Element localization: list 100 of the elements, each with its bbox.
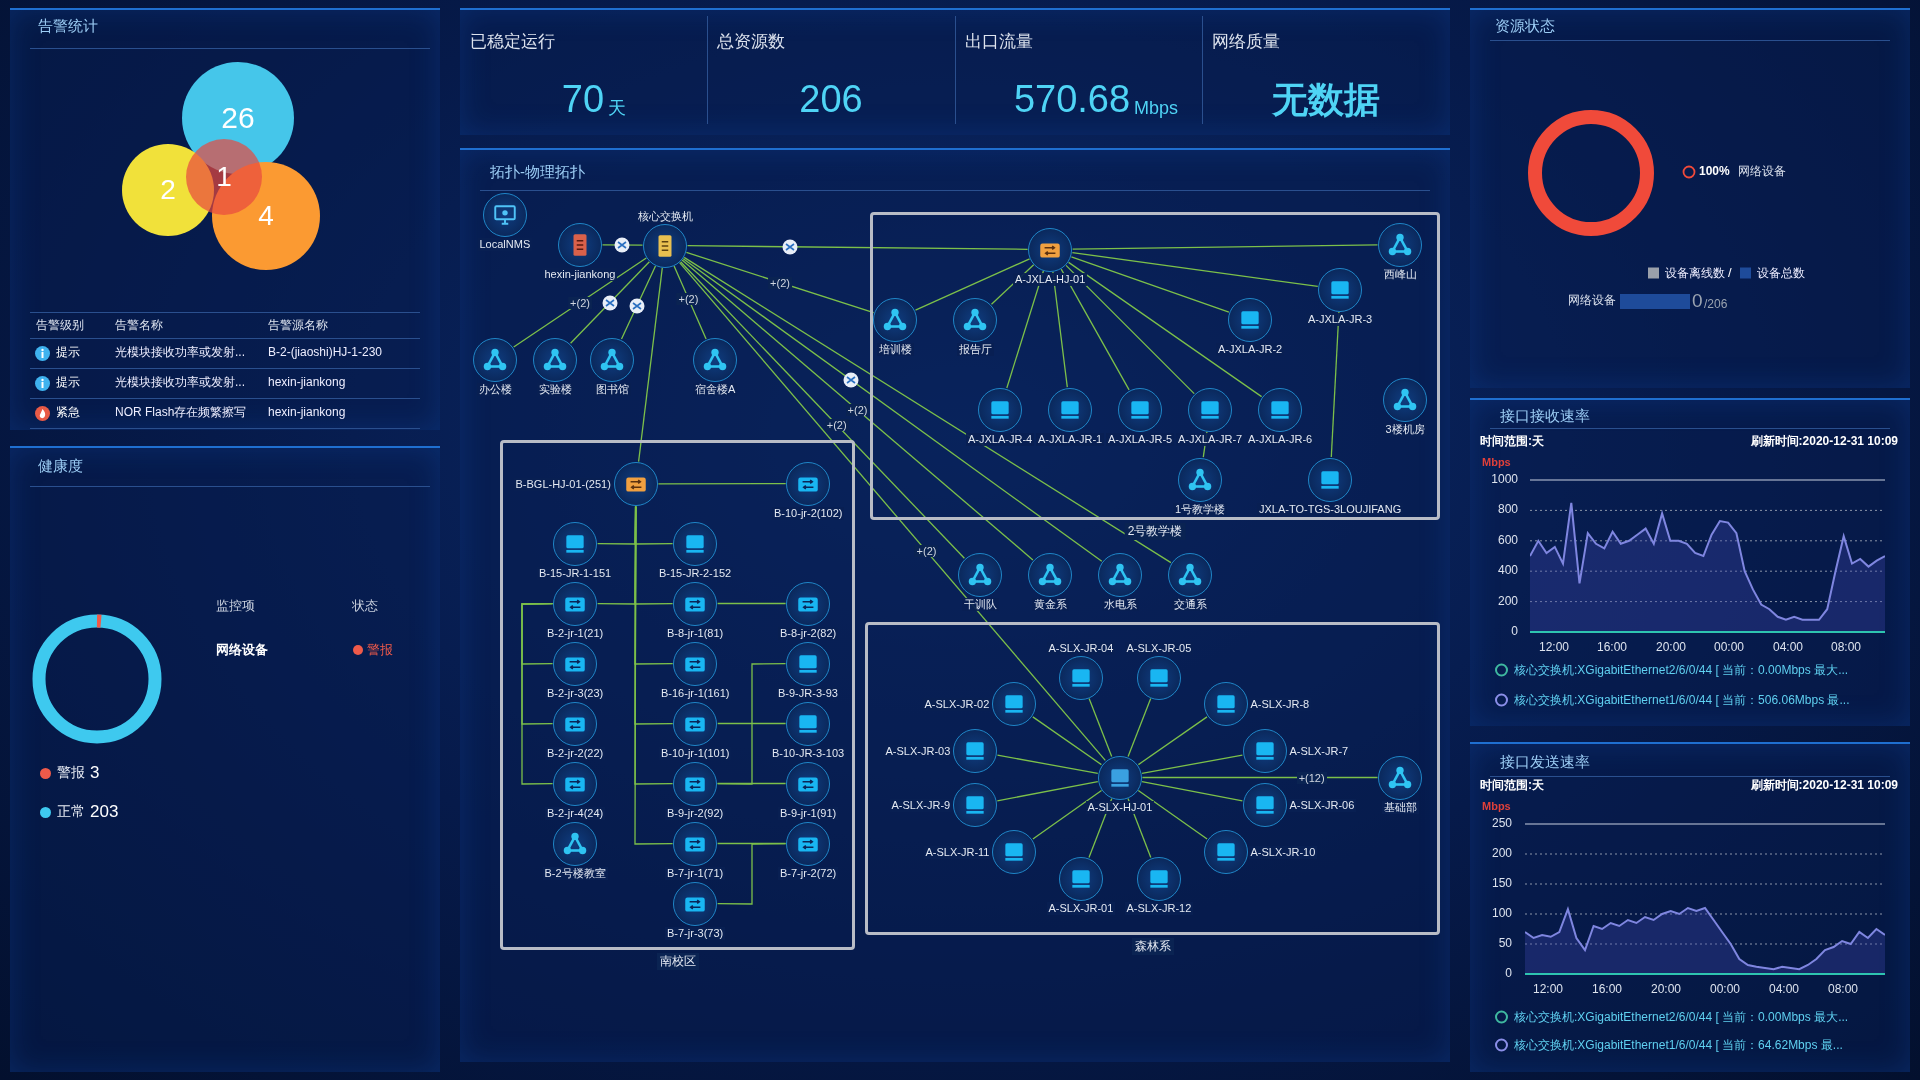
- panel-title: 资源状态: [1495, 17, 1555, 35]
- alarm-level: 紧急: [56, 406, 80, 420]
- node-label: 西峰山: [1381, 267, 1419, 281]
- link-line: [679, 261, 966, 559]
- node-label: A-JXLA-JR-2: [1216, 342, 1285, 356]
- node-label: A-SLX-JR-10: [1248, 845, 1318, 859]
- node-label: B-10-JR-3-103: [770, 746, 847, 760]
- group-caption: 2号教学楼: [1124, 523, 1186, 540]
- device-type-label: 网络设备: [1738, 165, 1786, 179]
- legend-text: 设备总数: [1757, 264, 1805, 282]
- edge-label: +(2): [568, 296, 592, 309]
- column-header: 监控项: [216, 598, 255, 614]
- topology-node: [958, 552, 1002, 612]
- venn-count: 26: [221, 100, 255, 136]
- link-line: [1071, 251, 1319, 288]
- panel-title: 接口接收速率: [1500, 407, 1590, 425]
- legend-text: 设备离线数: [1665, 264, 1725, 282]
- legend-text: 核心交换机:XGigabitEthernet1/6/0/44 [ 当前：506.06Mbps 最...: [1514, 691, 1850, 709]
- node-label: A-SLX-HJ-01: [1085, 800, 1155, 814]
- alarm-level: 提示: [56, 376, 80, 390]
- column-header: 状态: [352, 598, 378, 614]
- time-range-text: 时间范围:天: [1480, 435, 1544, 449]
- link-line: [685, 251, 875, 314]
- link-line: [996, 781, 1099, 802]
- axis-tick-label: 600: [1497, 534, 1518, 548]
- link-line: [678, 261, 1106, 762]
- node-label: 图书馆: [593, 382, 631, 396]
- node-label: 报告厅: [956, 342, 994, 356]
- topology-node: [664, 881, 727, 941]
- node-label: A-SLX-JR-04: [1046, 641, 1116, 655]
- alarm-source: hexin-jiankong: [268, 376, 346, 390]
- table-header: 告警源名称: [268, 319, 328, 333]
- node-label: A-SLX-JR-03: [883, 744, 953, 758]
- count-value: 203: [90, 802, 119, 822]
- kpi-label: 出口流量: [965, 32, 1033, 52]
- topology-node: [965, 387, 1036, 447]
- kpi-value: 570.68: [1013, 78, 1131, 122]
- link-line: [1065, 264, 1195, 395]
- node-label: A-JXLA-JR-7: [1176, 432, 1245, 446]
- panel-title: 拓扑-物理拓扑: [490, 163, 585, 181]
- time-range-text: 时间范围:天: [1480, 779, 1544, 793]
- kpi-unit: 天: [608, 97, 626, 119]
- table-header: 告警名称: [115, 319, 163, 333]
- topology-node: [1242, 783, 1358, 827]
- edge-label: +(2): [768, 276, 792, 289]
- link-line: [681, 259, 1034, 561]
- node-label: A-SLX-JR-9: [889, 798, 953, 812]
- link-line: [513, 257, 647, 348]
- node-label: 基础部: [1381, 800, 1419, 814]
- node-label: A-JXLA-JR-5: [1106, 432, 1175, 446]
- link-line: [1032, 716, 1103, 766]
- topology-node: [921, 682, 1037, 726]
- node-label: B-9-jr-2(92): [665, 806, 726, 820]
- node-label: B-2-jr-4(24): [545, 806, 606, 820]
- link-line: [1127, 697, 1152, 758]
- link-line: [620, 265, 657, 340]
- topology-node: [1098, 552, 1142, 612]
- link-line: [1006, 270, 1045, 389]
- node-label: B-BGL-HJ-01-(251): [513, 477, 613, 491]
- node-label: 交通系: [1171, 597, 1209, 611]
- kpi-label: 网络质量: [1212, 32, 1280, 52]
- topology-node: [882, 729, 998, 773]
- node-label: hexin-jiankong: [542, 267, 618, 281]
- axis-tick-label: 50: [1498, 937, 1512, 951]
- link-line: [1330, 311, 1340, 458]
- link-line: [601, 244, 644, 246]
- panel-title: 告警统计: [38, 17, 98, 35]
- separator-text: /: [1728, 265, 1732, 281]
- bar-label: 网络设备: [1568, 294, 1616, 308]
- table-header: 告警级别: [36, 319, 84, 333]
- node-label: 宿舍楼A: [693, 382, 738, 396]
- legend-text: 核心交换机:XGigabitEthernet2/6/0/44 [ 当前：0.00Mbps 最大...: [1514, 1008, 1849, 1026]
- axis-tick-label: 12:00: [1539, 641, 1569, 655]
- node-label: A-SLX-JR-02: [922, 697, 992, 711]
- topology-node: [1168, 552, 1212, 612]
- kpi-value: 无数据: [1272, 79, 1380, 121]
- axis-tick-label: 08:00: [1828, 983, 1858, 997]
- node-label: B-2-jr-3(23): [545, 686, 606, 700]
- link-line: [716, 843, 787, 905]
- alarm-name: 光模块接收功率或发射...: [115, 346, 245, 360]
- node-label: A-SLX-JR-06: [1287, 798, 1357, 812]
- link-line: [717, 722, 787, 725]
- node-label: 办公楼: [476, 382, 514, 396]
- topology-node: [922, 830, 1037, 874]
- node-label: 干训队: [961, 597, 999, 611]
- count-value: 3: [90, 763, 100, 783]
- axis-tick-label: 800: [1497, 503, 1518, 517]
- topology-node: [1012, 227, 1089, 287]
- alarm-source: hexin-jiankong: [268, 406, 346, 420]
- axis-tick-label: 200: [1491, 847, 1512, 861]
- alarm-source: B-2-(jiaoshi)HJ-1-230: [268, 346, 383, 360]
- topology-node: [953, 297, 997, 357]
- kpi-label: 已稳定运行: [470, 32, 555, 52]
- link-line: [683, 256, 1172, 564]
- node-label: B-9-JR-3-93: [776, 686, 840, 700]
- node-label: JXLA-TO-TGS-3LOUJIFANG: [1257, 502, 1404, 516]
- axis-tick-label: 00:00: [1714, 641, 1744, 655]
- total-value: /206: [1704, 298, 1728, 312]
- topology-node: [1045, 856, 1117, 916]
- link-line: [637, 267, 663, 463]
